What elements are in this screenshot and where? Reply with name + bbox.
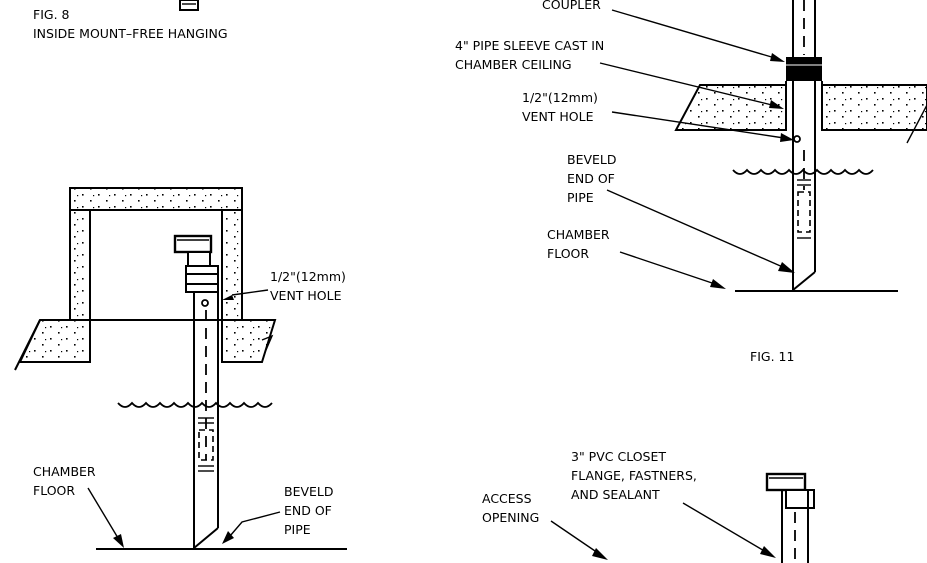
left-bevel-leader <box>229 511 281 537</box>
bottom-flange-leader <box>682 502 767 553</box>
left-floor-arrow <box>113 534 124 548</box>
bottom-access-arrow <box>592 548 608 560</box>
bottom-pipe-cap <box>765 472 807 492</box>
right-sleeve-arrow <box>769 100 784 109</box>
right-floor-leader <box>619 251 716 285</box>
right-floor-arrow <box>710 279 726 289</box>
fig11-number: FIG. 11 <box>750 349 794 364</box>
left-vent-leader <box>231 289 269 296</box>
fig8-caption: FIG. 8 INSIDE MOUNT–FREE HANGING <box>33 0 228 41</box>
left-enclosure-left-wall <box>69 209 91 321</box>
fig8-number: FIG. 8 <box>33 7 70 22</box>
left-water-surface <box>117 401 273 408</box>
fig8-top-cap <box>179 0 199 11</box>
right-coupler-arrow <box>770 53 785 62</box>
right-diagram: COUPLER 4" PIPE SLEEVE CAST IN CHAMBER C… <box>455 0 927 364</box>
left-vent-hole <box>201 299 209 307</box>
right-chamber-floor-label: CHAMBER FLOOR <box>547 227 614 261</box>
fig8-title: INSIDE MOUNT–FREE HANGING <box>33 26 228 41</box>
left-ground-slab-right <box>221 319 277 363</box>
right-bevel-leader <box>606 189 786 269</box>
right-pipe-sleeve-label: 4" PIPE SLEEVE CAST IN CHAMBER CEILING <box>455 38 608 72</box>
right-coupler <box>786 57 822 81</box>
left-enclosure-top <box>69 187 243 211</box>
left-floor-leader <box>87 487 119 539</box>
bottom-right-diagram: 3" PVC CLOSET FLANGE, FASTNERS, AND SEAL… <box>482 449 815 563</box>
left-vent-hole-label: 1/2"(12mm) VENT HOLE <box>270 269 350 303</box>
bottom-access-leader <box>550 520 599 554</box>
right-vent-hole <box>793 135 801 143</box>
right-vent-arrow <box>780 133 794 142</box>
left-diagram: 1/2"(12mm) VENT HOLE CHAMBER FLOOR BEVEL… <box>14 187 350 550</box>
left-pipe-bevel <box>193 527 219 549</box>
left-pipe-coupler <box>185 265 219 293</box>
bottom-closet-flange-label: 3" PVC CLOSET FLANGE, FASTNERS, AND SEAL… <box>571 449 701 502</box>
right-ceiling-slab-right <box>821 84 927 131</box>
left-float-body <box>198 429 214 461</box>
left-bevel-arrow <box>222 531 234 544</box>
bottom-pipe-neck <box>785 489 815 509</box>
right-beveled-end-label: BEVELD END OF PIPE <box>567 152 621 205</box>
left-enclosure-right-wall <box>221 209 243 321</box>
right-bevel-arrow <box>778 262 795 273</box>
right-sleeve-leader <box>599 62 773 106</box>
right-water-surface <box>732 168 874 175</box>
left-vent-arrow <box>222 295 234 300</box>
right-vent-hole-label: 1/2"(12mm) VENT HOLE <box>522 90 602 124</box>
left-pipe-cap <box>173 234 213 254</box>
right-coupler-leader <box>611 9 776 59</box>
right-coupler-label: COUPLER <box>542 0 601 12</box>
left-ground-break <box>261 334 274 351</box>
right-float-body <box>797 191 811 233</box>
bottom-flange-arrow <box>760 546 776 558</box>
left-ground-edge <box>14 319 41 371</box>
right-pipe-bevel <box>792 271 816 291</box>
right-ceiling-break <box>906 104 927 144</box>
left-beveled-end-label: BEVELD END OF PIPE <box>284 484 338 537</box>
left-chamber-floor-label: CHAMBER FLOOR <box>33 464 100 498</box>
right-vent-leader <box>611 111 785 139</box>
bottom-access-opening-label: ACCESS OPENING <box>482 491 539 525</box>
left-pipe-neck <box>187 251 211 267</box>
